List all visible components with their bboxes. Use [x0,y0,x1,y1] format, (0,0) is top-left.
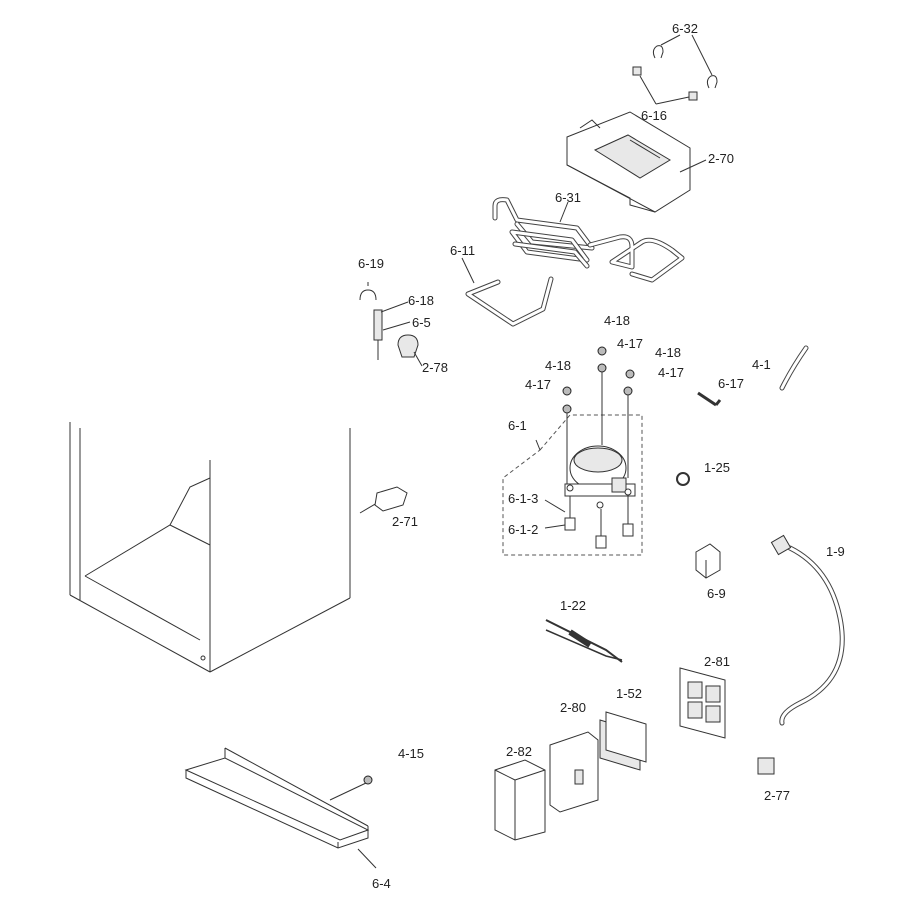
label-2-77: 2-77 [764,788,790,803]
part-2-81-filter-frame [679,667,726,739]
part-6-18-sensor [373,301,409,360]
part-6-17-pin [697,391,722,407]
label-6-17: 6-17 [718,376,744,391]
label-2-71: 2-71 [392,514,418,529]
label-6-31: 6-31 [555,190,581,205]
part-6-16-clips [632,66,698,105]
part-6-31-coil [492,197,685,283]
part-4-1-cable [779,345,809,391]
part-6-19-clip [359,282,377,301]
label-6-11: 6-11 [450,243,475,258]
part-2-82-block [494,759,546,841]
part-1-25-ring [676,472,690,486]
part-2-71-clip [374,486,408,512]
part-6-1-compressor-group [502,346,643,556]
label-2-82: 2-82 [506,744,532,759]
label-1-22: 1-22 [560,598,586,613]
part-6-5-holder [382,321,411,331]
part-6-9-relay [695,543,721,579]
label-4-18-center: 4-18 [604,313,630,328]
cabinet-body [69,422,383,673]
label-1-9: 1-9 [826,544,845,559]
label-4-18-left: 4-18 [545,358,571,373]
part-2-77-clip [757,757,775,775]
label-2-81: 2-81 [704,654,730,669]
part-6-11-tube [461,257,554,327]
label-4-17-left: 4-17 [525,377,551,392]
part-1-52-plates [599,711,647,771]
part-2-70-tray [566,111,707,213]
part-1-22-harness [545,619,623,663]
label-6-1-2: 6-1-2 [508,522,538,537]
label-6-1-3: 6-1-3 [508,491,538,506]
label-6-9: 6-9 [707,586,726,601]
part-6-4-drain-tray [184,747,377,869]
label-4-18-right: 4-18 [655,345,681,360]
label-2-80: 2-80 [560,700,586,715]
label-4-17-center: 4-17 [617,336,643,351]
label-2-70: 2-70 [708,151,734,166]
label-6-5: 6-5 [412,315,431,330]
label-4-1: 4-1 [752,357,771,372]
part-2-80-box [549,731,599,813]
label-2-78: 2-78 [422,360,448,375]
part-6-32-clips [652,34,718,89]
part-2-78-clamp [397,334,423,367]
label-1-25: 1-25 [704,460,730,475]
label-6-4: 6-4 [372,876,391,891]
label-6-32: 6-32 [672,21,698,36]
label-4-17-right: 4-17 [658,365,684,380]
label-1-52: 1-52 [616,686,642,701]
label-6-1: 6-1 [508,418,527,433]
label-4-15: 4-15 [398,746,424,761]
label-6-18: 6-18 [408,293,434,308]
label-6-16: 6-16 [641,108,667,123]
label-6-19: 6-19 [358,256,384,271]
part-1-9-power-cord [770,534,845,726]
